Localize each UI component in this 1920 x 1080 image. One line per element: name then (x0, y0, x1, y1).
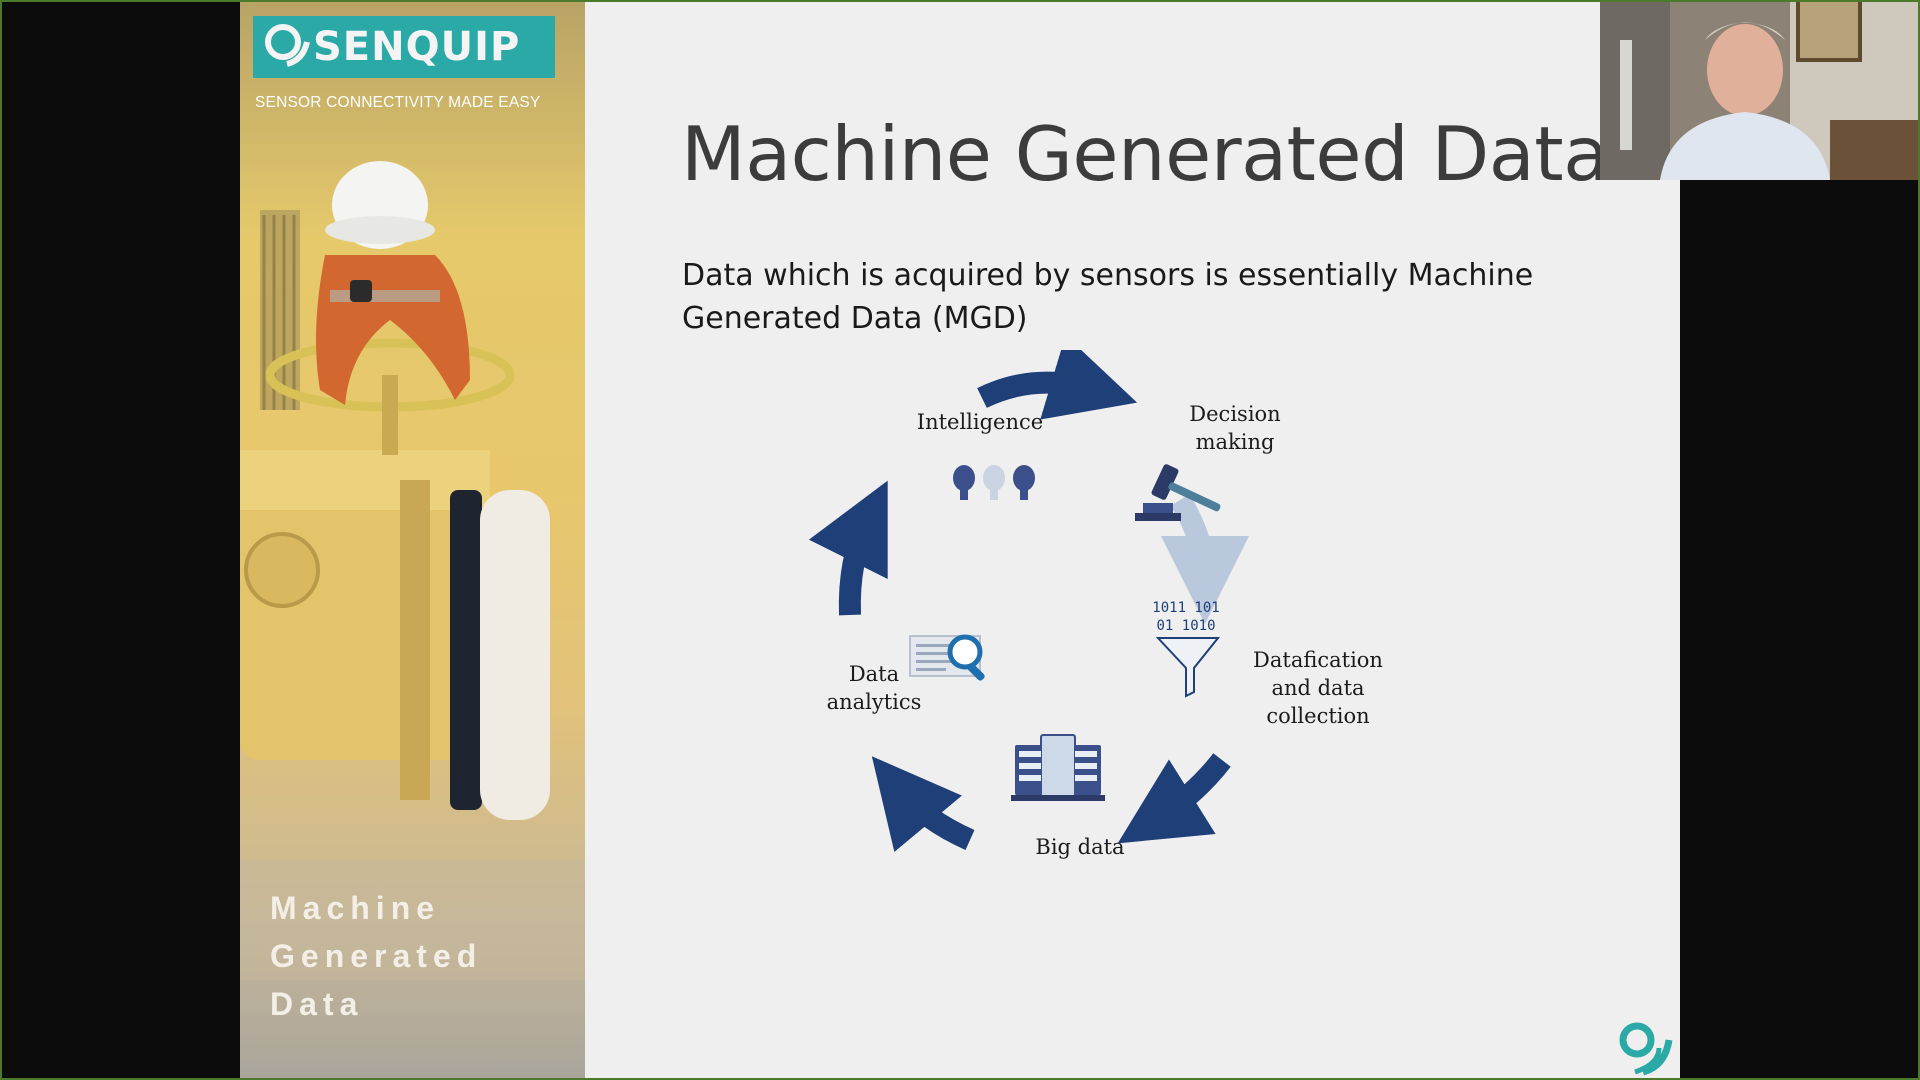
stage-label-big-data: Big data (1035, 835, 1125, 859)
panel-caption-line: Machine (270, 890, 441, 926)
panel-caption-line: Data (270, 986, 364, 1022)
binary-text-top: 1011 101 (1152, 600, 1219, 616)
brand-tagline: SENSOR CONNECTIVITY MADE EASY (255, 94, 541, 111)
cycle-arrow-bottom-right (1117, 753, 1231, 844)
stage-label-datafication: Datafication and data collection (1253, 648, 1383, 728)
stage-label-decision-making: Decision making (1189, 402, 1281, 454)
stage-label-intelligence: Intelligence (916, 410, 1044, 434)
worker-at-valve-illustration (240, 161, 585, 980)
presenter-webcam-feed (1600, 0, 1920, 180)
slide-subtitle: Data which is acquired by sensors is ess… (682, 258, 1534, 336)
panel-caption: Machine Generated Data (270, 884, 482, 1028)
presenter-video-icon (1600, 0, 1920, 180)
presentation-slide: SENQUIP SENSOR CONNECTIVITY MADE EASY Ma… (240, 0, 1680, 1080)
cycle-arrow-top (977, 350, 1138, 420)
slide-title: Machine Generated Data (681, 110, 1609, 198)
data-cycle-diagram: 1011 101 01 1010 Intelli (760, 350, 1383, 870)
senquip-corner-logo-icon (1619, 1022, 1673, 1076)
senquip-logo: SENQUIP (253, 16, 555, 78)
panel-caption-line: Generated (270, 938, 483, 974)
gavel-icon (1135, 464, 1221, 521)
stage-label-data-analytics: Data analytics (826, 662, 922, 714)
brand-side-panel: SENQUIP SENSOR CONNECTIVITY MADE EASY Ma… (240, 0, 585, 1080)
magnifier-on-data-icon (909, 634, 985, 681)
binary-funnel-icon: 1011 101 01 1010 (1152, 600, 1221, 698)
servers-icon (1011, 734, 1105, 801)
senquip-mark-icon (265, 24, 310, 67)
cycle-arrow-left (808, 480, 888, 616)
cycle-arrow-right-faded (1160, 494, 1249, 624)
light-bulbs-icon (953, 465, 1035, 500)
cycle-arrow-bottom-left (871, 756, 975, 852)
logo-wordmark: SENQUIP (313, 24, 521, 70)
binary-text-bottom: 01 1010 (1156, 618, 1215, 634)
cycle-graphic: 1011 101 01 1010 (808, 350, 1249, 852)
